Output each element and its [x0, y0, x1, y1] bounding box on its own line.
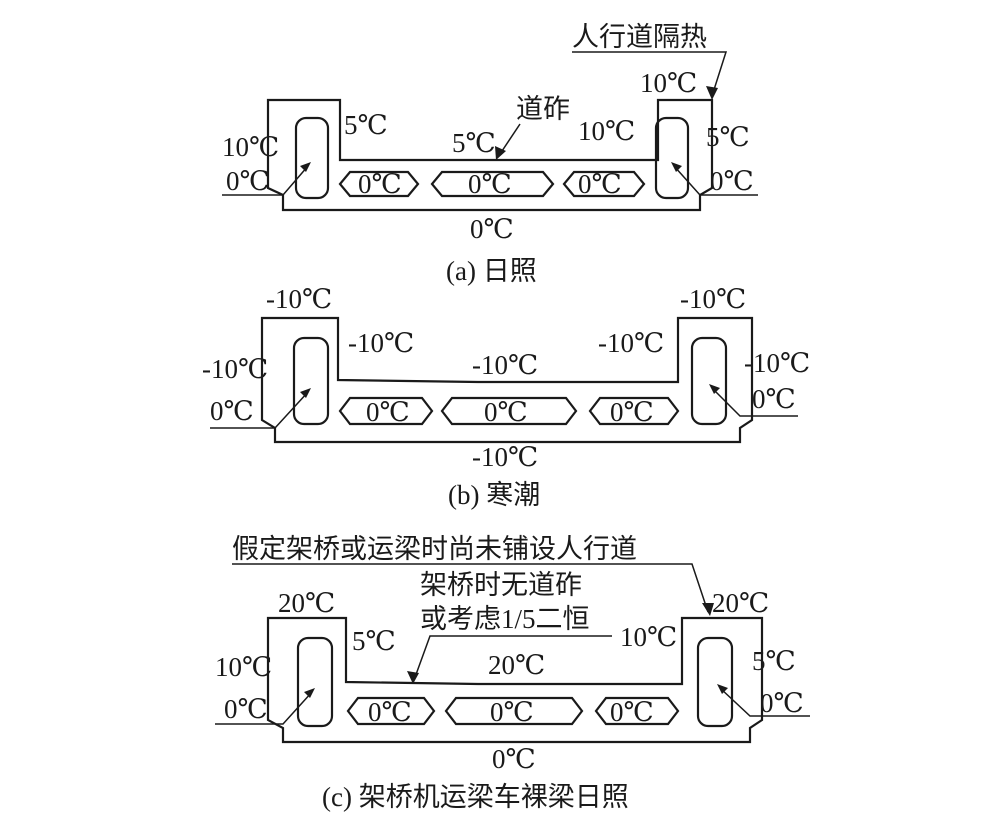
label-right-inner-b: -10℃ [598, 328, 664, 358]
panel-b: -10℃ -10℃ -10℃ -10℃ -10℃ -10℃ 0℃ -10℃ 0℃… [202, 284, 810, 510]
label-left-outer-top-a: 10℃ [222, 132, 279, 162]
label-callout-top-a: 人行道隔热 [572, 22, 707, 52]
arrowhead-right-b [709, 384, 720, 394]
cell-right-c [594, 696, 680, 726]
label-left-outer-bottom-a: 0℃ [226, 166, 270, 196]
right-web-void-a [654, 116, 690, 200]
label-left-outer-bottom-b: 0℃ [210, 396, 254, 426]
leader-left-c [215, 691, 313, 725]
panel-c: 假定架桥或运梁时尚未铺设人行道 架桥时无道砟 或考虑1/5二恒 20℃ 20℃ … [215, 534, 810, 812]
cell-left-b [338, 396, 434, 426]
label-right-outer-top-b: -10℃ [744, 348, 810, 378]
label-bottom-c: 0℃ [492, 744, 536, 774]
arrowhead-top-a [706, 86, 718, 100]
label-right-outer-bottom-a: 0℃ [710, 166, 754, 196]
cell-right-b [588, 396, 680, 426]
label-left-inner-c: 5℃ [352, 626, 396, 656]
arrowhead-left-a [300, 162, 311, 172]
cell-center-a [430, 170, 555, 198]
leader-right-a [673, 165, 758, 196]
right-web-void-b [690, 336, 728, 426]
label-callout-mid-2-c: 或考虑1/5二恒 [420, 604, 590, 634]
cell-left-a [338, 170, 420, 198]
leader-right-b [711, 387, 798, 417]
arrowhead-ballast-a [495, 146, 506, 160]
cell-center-b [440, 396, 578, 426]
label-bottom-b: -10℃ [472, 442, 538, 472]
label-top-left-edge-b: -10℃ [266, 284, 332, 314]
label-deck-a: 5℃ [452, 128, 496, 158]
leader-left-b [210, 391, 309, 429]
label-right-outer-bottom-c: 0℃ [760, 688, 804, 718]
callout-line-top-a [572, 51, 728, 97]
label-left-inner-a: 5℃ [344, 110, 388, 140]
callout-line-mid-c [413, 635, 612, 681]
cell-center-c [444, 696, 584, 726]
label-right-inner-a: 10℃ [578, 116, 635, 146]
label-left-inner-b: -10℃ [348, 328, 414, 358]
label-cell-center-b: 0℃ [484, 397, 528, 427]
label-bottom-a: 0℃ [470, 214, 514, 244]
cell-left-c [346, 696, 436, 726]
label-right-outer-bottom-b: 0℃ [752, 384, 796, 414]
label-cell-right-a: 0℃ [578, 169, 622, 199]
caption-b: (b) 寒潮 [448, 480, 540, 510]
label-cell-left-c: 0℃ [368, 697, 412, 727]
panel-a: 人行道隔热 10℃ 道砟 5℃ 10℃ 5℃ 10℃ 0℃ 5℃ 0℃ 0℃ 0… [222, 22, 758, 286]
label-left-outer-bottom-c: 0℃ [224, 694, 268, 724]
caption-a: (a) 日照 [446, 256, 537, 286]
callout-line-top-c [232, 563, 709, 613]
left-web-void-c [296, 636, 334, 728]
label-cell-center-c: 0℃ [490, 697, 534, 727]
label-right-outer-top-c: 5℃ [752, 646, 796, 676]
label-top-right-edge-c: 20℃ [712, 588, 769, 618]
arrowhead-mid-c [407, 671, 419, 684]
left-web-void-b [292, 336, 330, 426]
label-deck-b: -10℃ [472, 350, 538, 380]
right-web-void-c [696, 636, 734, 728]
arrowhead-left-c [304, 688, 315, 698]
caption-c: (c) 架桥机运梁车裸梁日照 [322, 782, 629, 812]
label-left-outer-top-c: 10℃ [215, 652, 272, 682]
label-cell-center-a: 0℃ [468, 169, 512, 199]
label-ballast-a: 道砟 [516, 94, 570, 124]
label-top-left-edge-c: 20℃ [278, 588, 335, 618]
section-outline-b [260, 316, 754, 444]
leader-right-c [719, 687, 810, 717]
label-callout-top-c: 假定架桥或运梁时尚未铺设人行道 [232, 534, 637, 564]
label-top-right-edge-b: -10℃ [680, 284, 746, 314]
cell-right-a [562, 170, 646, 198]
left-web-void-a [294, 116, 330, 200]
label-left-outer-top-b: -10℃ [202, 354, 268, 384]
label-callout-mid-1-c: 架桥时无道砟 [420, 570, 582, 600]
label-deck-c: 20℃ [488, 650, 545, 680]
arrowhead-left-b [300, 388, 311, 398]
label-right-inner-c: 10℃ [620, 622, 677, 652]
label-cell-left-a: 0℃ [358, 169, 402, 199]
arrowhead-top-c [702, 603, 714, 616]
section-outline-a [266, 98, 714, 212]
arrowhead-right-c [717, 684, 728, 694]
leader-left-a [222, 165, 309, 196]
label-right-outer-top-a: 5℃ [706, 122, 750, 152]
label-cell-right-c: 0℃ [610, 697, 654, 727]
label-cell-left-b: 0℃ [366, 397, 410, 427]
arrowhead-right-a [671, 162, 682, 172]
label-cell-right-b: 0℃ [610, 397, 654, 427]
label-top-right-edge-a: 10℃ [640, 68, 697, 98]
section-outline-c [266, 616, 764, 744]
